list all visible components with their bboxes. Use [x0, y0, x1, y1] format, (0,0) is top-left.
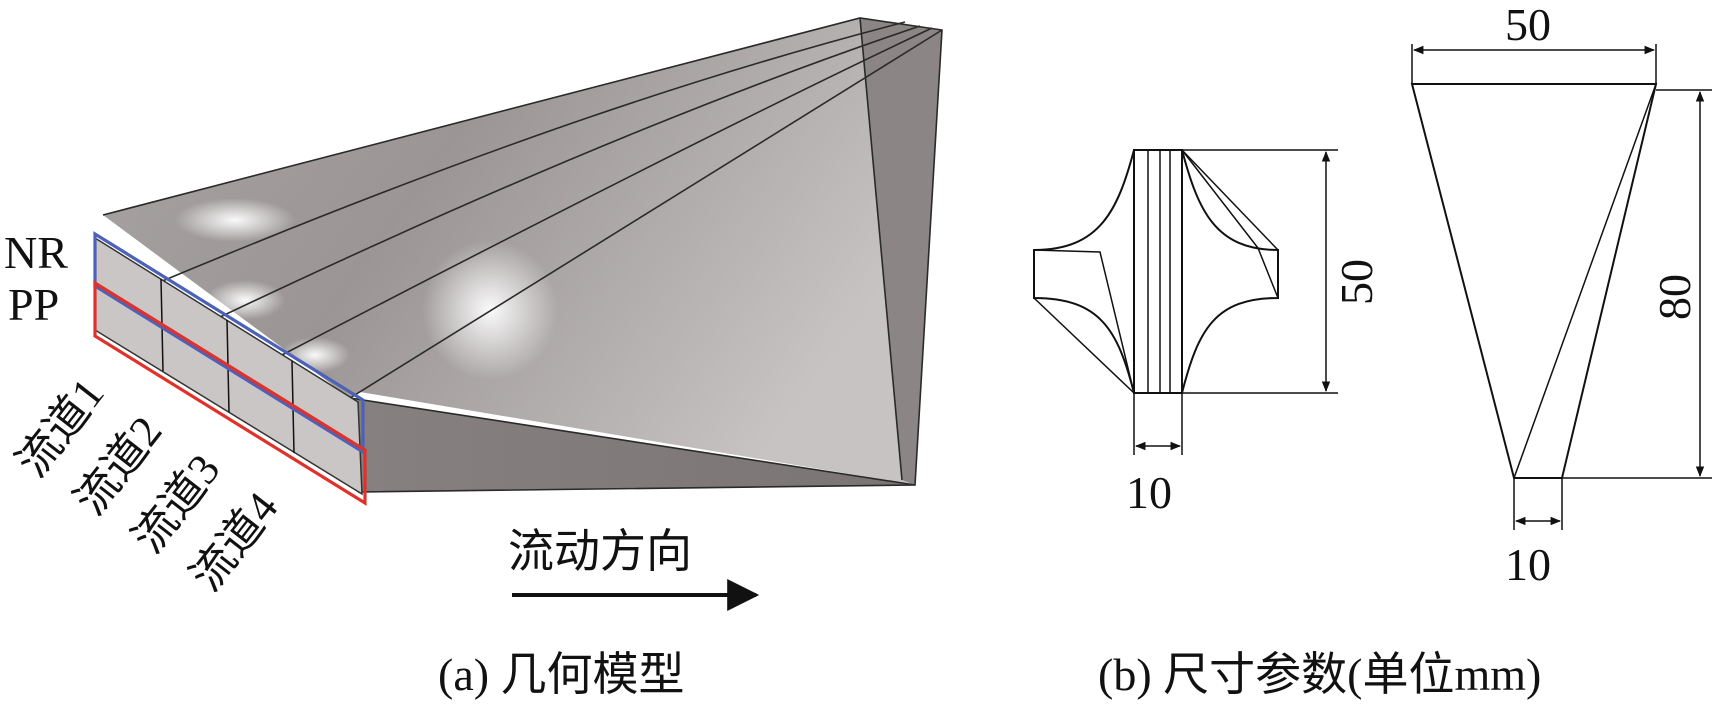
nr-layer-outline — [93, 231, 365, 455]
channel-ridge-line — [217, 25, 921, 319]
side-profile-drawing: 50 10 — [1033, 149, 1382, 518]
pp-layer-outline — [93, 280, 367, 506]
dim-mid-height: 50 — [1331, 259, 1382, 305]
nr-label: NR — [4, 227, 68, 278]
caption-b: (b) 尺寸参数(单位mm) — [1098, 649, 1541, 700]
surface-highlight — [175, 198, 295, 242]
channel-ridge-line — [281, 27, 933, 356]
surface-highlight — [205, 280, 285, 320]
panel-a-geometry: NR PP 流道1 流道2 流道3 流道4 流动方向 (a) 几何模型 — [4, 17, 943, 700]
body-outline — [102, 17, 943, 493]
caption-a: (a) 几何模型 — [438, 649, 685, 700]
body-lower-face — [350, 398, 915, 492]
channel-ridge-line — [159, 21, 906, 283]
top-view-drawing: 50 80 10 — [1410, 0, 1712, 590]
pp-label: PP — [8, 279, 59, 330]
surface-highlight — [422, 240, 558, 380]
body-outline — [349, 397, 916, 486]
body-outline — [859, 17, 903, 481]
dim-mid-width: 10 — [1126, 467, 1172, 518]
dim-height: 80 — [1649, 274, 1700, 320]
flow-direction-label: 流动方向 — [508, 526, 692, 577]
dim-top-width: 50 — [1505, 0, 1551, 50]
panel-b-dimensions: 50 10 50 80 10 (b) 尺寸参数( — [1033, 0, 1712, 700]
channel-ridge-line — [349, 29, 943, 399]
dim-bottom-width: 10 — [1505, 539, 1551, 590]
